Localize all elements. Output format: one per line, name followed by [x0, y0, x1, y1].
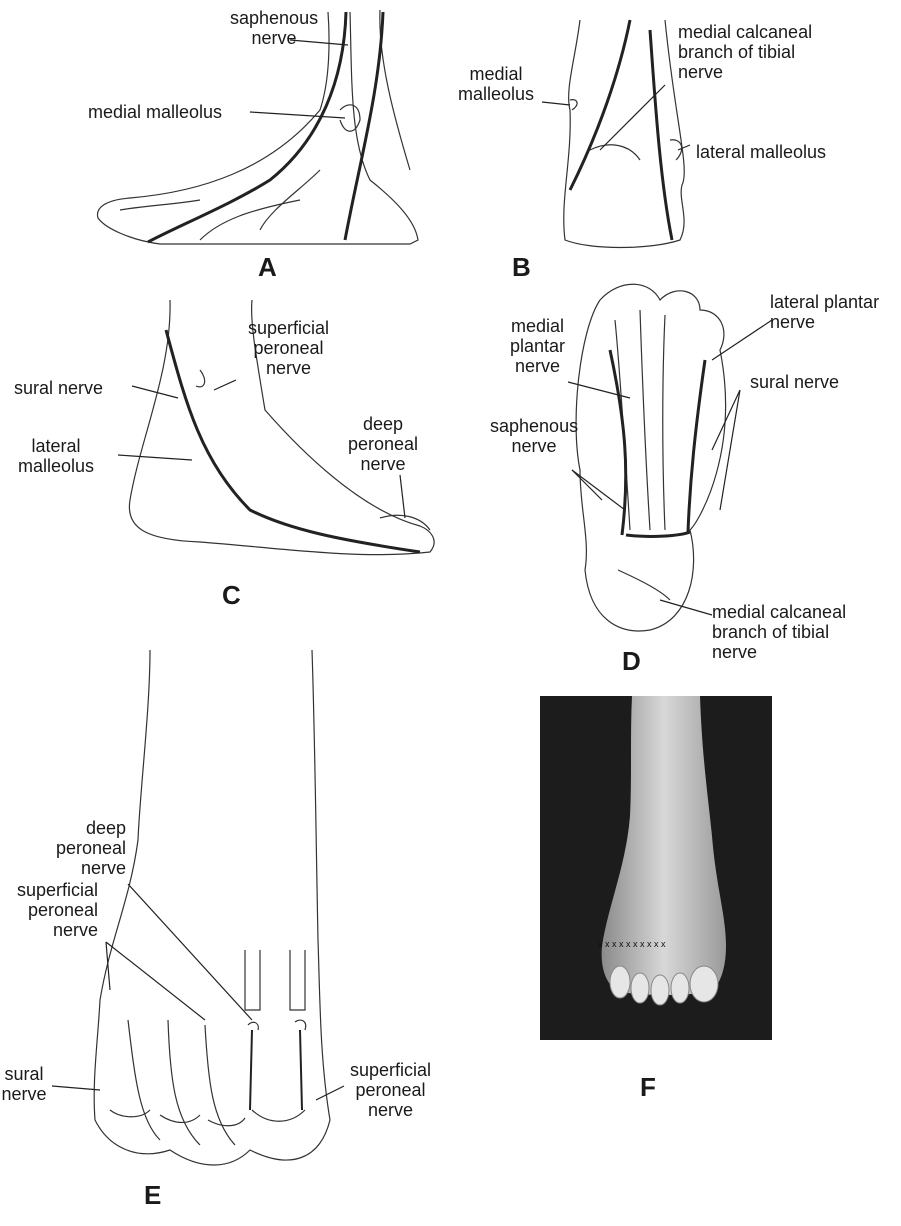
panel-letter-d: D — [622, 646, 641, 677]
panel-b: medial malleolus medial calcaneal branch… — [450, 0, 901, 290]
label-deep-peroneal-e: deep peroneal nerve — [56, 818, 126, 878]
label-medial-plantar-d: medial plantar nerve — [510, 316, 565, 376]
label-deep-peroneal-c: deep peroneal nerve — [348, 414, 418, 474]
panel-e: deep peroneal nerve superficial peroneal… — [0, 640, 520, 1226]
panel-b-heel-drawing — [450, 0, 901, 290]
panel-f-foot-photo-rendering — [540, 696, 772, 1040]
label-saphenous-nerve: saphenous nerve — [230, 8, 318, 48]
label-medial-calcaneal-b: medial calcaneal branch of tibial nerve — [678, 22, 812, 82]
label-superficial-peroneal-c: superficial peroneal nerve — [248, 318, 329, 378]
label-saphenous-d: saphenous nerve — [490, 416, 578, 456]
label-medial-calcaneal-d: medial calcaneal branch of tibial nerve — [712, 602, 846, 662]
label-sural-nerve-c: sural nerve — [14, 378, 103, 398]
label-lateral-malleolus-b: lateral malleolus — [696, 142, 826, 162]
label-sural-nerve-d: sural nerve — [750, 372, 839, 392]
panel-letter-f: F — [640, 1072, 656, 1103]
panel-letter-e: E — [144, 1180, 161, 1211]
label-lateral-plantar-d: lateral plantar nerve — [770, 292, 879, 332]
panel-a-foot-drawing — [0, 0, 450, 290]
label-medial-malleolus-b: medial malleolus — [458, 64, 534, 104]
panel-c: superficial peroneal nerve sural nerve l… — [0, 290, 450, 620]
label-sural-e: sural nerve — [0, 1064, 48, 1104]
label-superficial-peroneal-right-e: superficial peroneal nerve — [350, 1060, 431, 1120]
label-medial-malleolus: medial malleolus — [88, 102, 222, 122]
panel-letter-a: A — [258, 252, 277, 283]
panel-d: lateral plantar nerve medial plantar ner… — [450, 270, 901, 680]
panel-a: saphenous nerve medial malleolus A — [0, 0, 450, 290]
label-superficial-peroneal-left-e: superficial peroneal nerve — [0, 880, 98, 940]
panel-letter-c: C — [222, 580, 241, 611]
panel-f-photograph: x x x x x x x x x x — [540, 696, 772, 1040]
panel-f-x-marks: x x x x x x x x x x — [598, 934, 666, 954]
label-lateral-malleolus-c: lateral malleolus — [18, 436, 94, 476]
